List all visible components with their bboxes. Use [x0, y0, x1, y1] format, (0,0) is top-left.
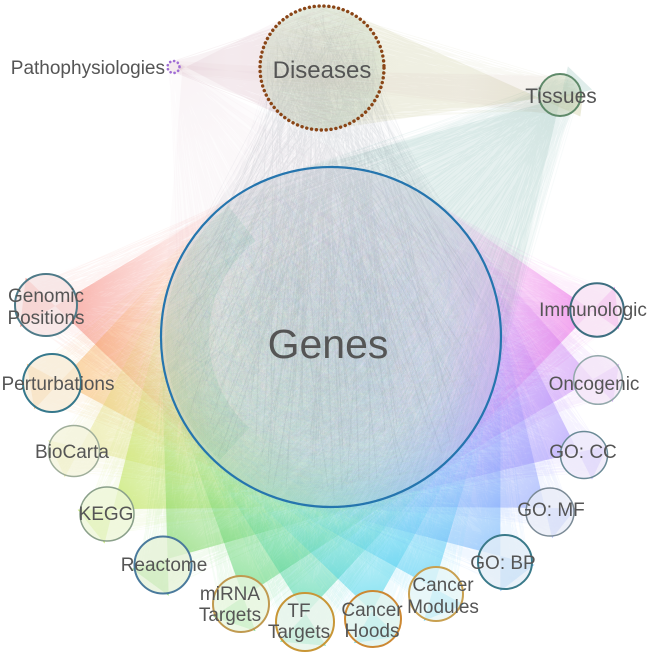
svg-text:Targets: Targets [268, 622, 330, 643]
svg-text:miRNA: miRNA [200, 584, 260, 605]
svg-text:Cancer: Cancer [412, 575, 474, 596]
svg-text:Targets: Targets [199, 605, 261, 626]
svg-text:Pathophysiologies: Pathophysiologies [11, 58, 165, 79]
svg-text:GO: BP: GO: BP [470, 553, 535, 574]
svg-text:Modules: Modules [407, 597, 479, 618]
svg-text:Tissues: Tissues [525, 85, 597, 108]
svg-text:KEGG: KEGG [79, 504, 134, 525]
svg-text:Immunologic: Immunologic [539, 300, 647, 321]
svg-text:Oncogenic: Oncogenic [549, 374, 640, 395]
svg-text:Diseases: Diseases [273, 57, 372, 84]
svg-text:Hoods: Hoods [345, 621, 400, 642]
svg-text:GO: MF: GO: MF [517, 500, 585, 521]
svg-text:TF: TF [287, 601, 310, 622]
svg-text:Genes: Genes [268, 321, 389, 367]
svg-text:BioCarta: BioCarta [35, 442, 109, 463]
svg-text:Reactome: Reactome [121, 555, 208, 576]
svg-text:Positions: Positions [7, 308, 84, 329]
svg-text:Genomic: Genomic [8, 286, 84, 307]
svg-text:GO: CC: GO: CC [549, 442, 617, 463]
svg-text:Perturbations: Perturbations [1, 374, 114, 395]
svg-text:Cancer: Cancer [341, 600, 403, 621]
